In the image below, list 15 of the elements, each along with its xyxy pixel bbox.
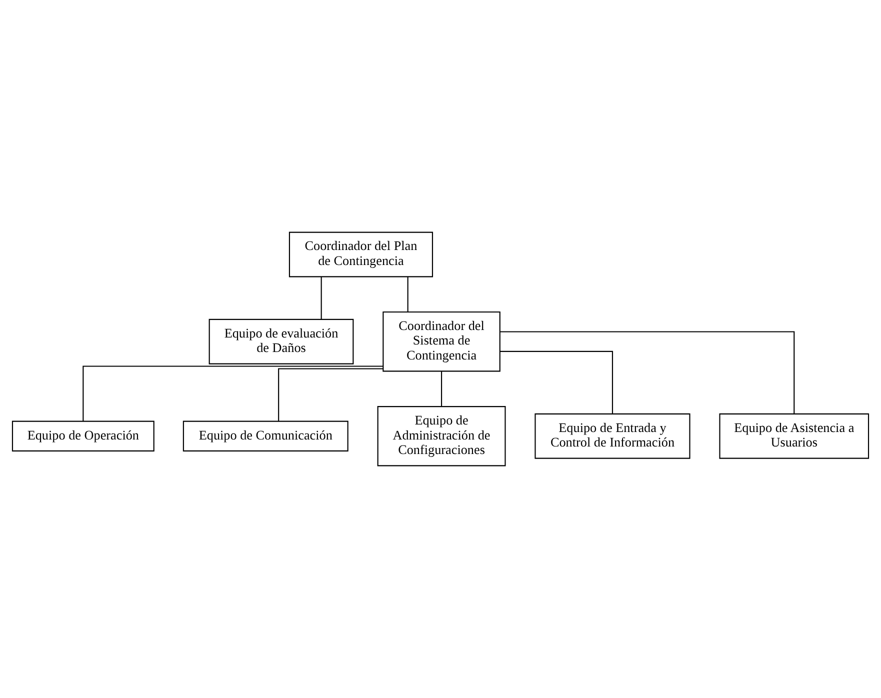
node-box: Coordinador del Plan de Contingencia: [288, 232, 434, 278]
node-box: Equipo de Asistencia a Usuarios: [719, 413, 870, 459]
connector: [500, 331, 795, 414]
connector: [440, 371, 442, 406]
node-box: Equipo de Administración de Configuraciones: [377, 406, 506, 466]
connector: [278, 368, 384, 422]
connector: [407, 276, 408, 312]
node-box: Coordinador del Sistema de Contingencia: [382, 311, 500, 372]
connector: [82, 366, 384, 422]
connector: [500, 350, 614, 414]
node-box: Equipo de evaluación de Daños: [208, 318, 354, 364]
connector: [320, 276, 322, 320]
node-box: Equipo de Entrada y Control de Información: [534, 413, 690, 459]
node-box: Equipo de Comunicación: [182, 420, 348, 452]
node-box: Equipo de Operación: [12, 420, 154, 452]
